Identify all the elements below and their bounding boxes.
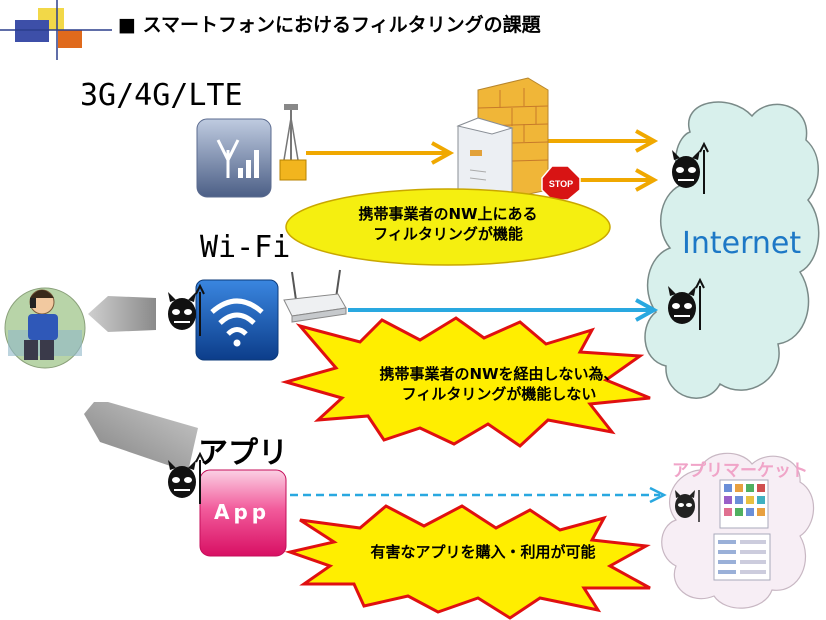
app-icon [199, 469, 287, 557]
wifi-to-user-arrow [88, 296, 156, 332]
cellular-icon [196, 118, 272, 198]
app-market-label: アプリマーケット [672, 461, 808, 481]
devil-icon-internet-bottom [668, 277, 705, 330]
carrier-filter-callout-bg [285, 188, 611, 266]
stop-sign-label: STOP [549, 179, 573, 189]
devil-icon-wifi [168, 283, 205, 336]
page-title: ■ スマートフォンにおけるフィルタリングの課題 [118, 10, 541, 37]
mobile-network-label: 3G/4G/LTE [80, 78, 243, 113]
app-to-user-arrow [84, 402, 198, 472]
app-market-cloud [661, 452, 815, 609]
app-risk-burst [284, 504, 651, 620]
stop-sign-icon: STOP [541, 165, 581, 201]
wifi-bypass-callout-line1: 携帯事業者のNWを経由しない為、 [379, 365, 619, 383]
devil-icon-app [168, 451, 205, 504]
title-marker: ■ [118, 14, 136, 36]
carrier-filter-callout-line1: 携帯事業者のNW上にある [358, 205, 538, 223]
wifi-bypass-callout-line2: フィルタリングが機能しない [401, 385, 597, 403]
wifi-label: Wi-Fi [200, 230, 291, 265]
app-label: アプリ [198, 436, 288, 471]
app-icon-label: App [214, 500, 271, 524]
wifi-path-arrow [348, 298, 659, 322]
app-market-arrow [290, 486, 667, 504]
wifi-bypass-callout: 携帯事業者のNWを経由しない為、 フィルタリングが機能しない [338, 364, 660, 404]
devil-icon-market [675, 490, 700, 522]
mobile-path-arrows [306, 129, 659, 192]
wifi-bypass-burst [280, 316, 651, 448]
user-avatar [4, 287, 86, 369]
internet-label: Internet [682, 226, 802, 261]
carrier-filter-callout-line2: フィルタリングが機能 [373, 225, 523, 243]
app-market-screens [713, 479, 771, 581]
wifi-router-icon [283, 269, 347, 323]
title-decoration [0, 0, 112, 60]
devil-icon-internet-top [672, 141, 709, 194]
wifi-icon [195, 279, 279, 361]
cell-tower-icon [279, 104, 307, 181]
title-text: スマートフォンにおけるフィルタリングの課題 [142, 14, 541, 36]
carrier-filter-callout: 携帯事業者のNW上にある フィルタリングが機能 [336, 204, 560, 244]
app-risk-callout: 有害なアプリを購入・利用が可能 [370, 543, 596, 561]
